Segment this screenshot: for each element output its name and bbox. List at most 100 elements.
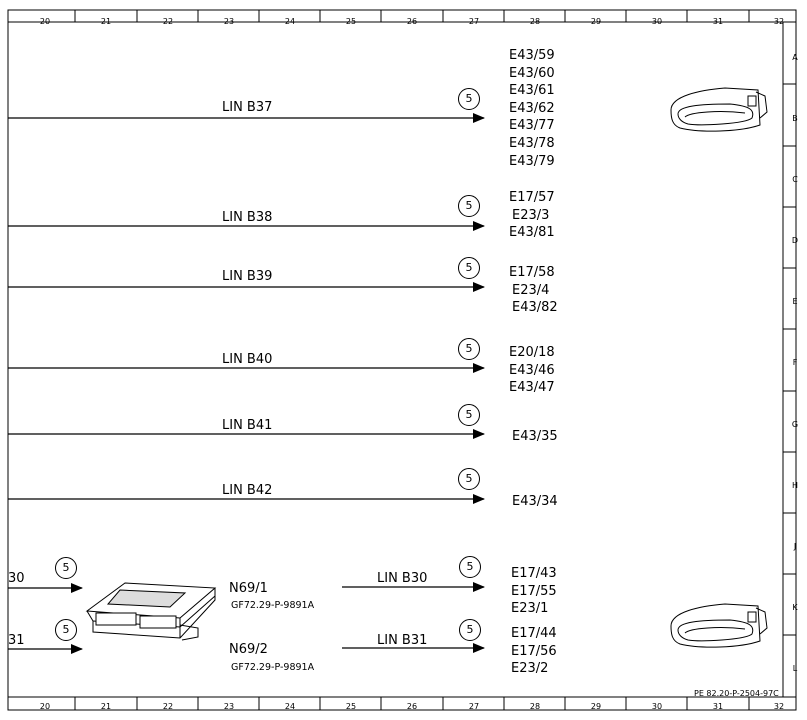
ruler-col-28: 28 [529,17,541,26]
component-id: E43/47 [509,380,555,396]
component-list: E17/57 E23/3 E43/81 [509,189,555,242]
ruler-row-g: G [791,420,799,429]
note-circle: 5 [458,195,480,217]
ruler-col-28-bottom: 28 [529,702,541,711]
component-id: E17/44 [511,626,557,641]
component-id: E17/56 [511,643,557,659]
lin-label: LIN B42 [222,483,273,498]
note-circle: 5 [458,257,480,279]
component-list: E43/34 [512,493,558,511]
ruler-col-24: 24 [284,17,296,26]
ruler-col-26-bottom: 26 [406,702,418,711]
door-handle-light-icon [670,87,768,132]
ruler-col-20: 20 [39,17,51,26]
lin-label: LIN B40 [222,352,273,367]
ruler-col-32-bottom: 32 [773,702,785,711]
control-unit-name: N69/1 [229,581,268,596]
component-id: E23/2 [511,661,549,677]
ruler-col-22-bottom: 22 [162,702,174,711]
ruler-row-b: B [792,114,798,123]
ruler-col-30-bottom: 30 [651,702,663,711]
ruler-col-31-bottom: 31 [712,702,724,711]
ruler-col-27-bottom: 27 [468,702,480,711]
lin-label: LIN B31 [377,633,428,648]
component-id: E43/79 [509,153,555,169]
lin-label: LIN B39 [222,269,273,284]
note-circle: 5 [459,556,481,578]
note-circle: 5 [458,468,480,490]
ruler-row-h: H [791,481,798,490]
ruler-col-23-bottom: 23 [223,702,235,711]
component-id: E43/78 [509,135,555,151]
component-id: E43/61 [509,83,555,99]
ruler-row-l: L [792,664,798,673]
ruler-col-26: 26 [406,17,418,26]
lin-label: LIN B30 [377,571,428,586]
ruler-row-f: F [792,358,798,367]
frame-border [7,9,797,711]
note-circle: 5 [55,557,77,579]
ruler-row-a: A [792,53,798,62]
component-list: E20/18 E43/46 E43/47 [509,344,555,397]
component-id: E17/55 [511,583,557,599]
component-id: E43/81 [509,225,555,241]
ruler-col-24-bottom: 24 [284,702,296,711]
note-circle: 5 [458,88,480,110]
control-unit-ref: GF72.29-P-9891A [231,662,315,673]
document-reference: PE 82.20-P-2504-97C [694,689,779,698]
note-circle: 5 [458,338,480,360]
ruler-col-20-bottom: 20 [39,702,51,711]
ruler-col-21: 21 [100,17,112,26]
note-circle: 5 [458,404,480,426]
ruler-row-k: K [792,603,798,612]
component-id: E43/82 [512,300,558,316]
component-id: E43/34 [512,494,558,509]
control-unit-ref: GF72.29-P-9891A [231,600,315,611]
ruler-col-25: 25 [345,17,357,26]
ruler-col-30: 30 [651,17,663,26]
ruler-row-d: D [791,236,799,245]
lin-label: LIN B37 [222,100,273,115]
ruler-row-e: E [792,297,798,306]
ruler-col-32: 32 [773,17,785,26]
door-handle-light-icon-2 [670,603,768,648]
component-id: E23/4 [512,282,550,298]
ruler-col-31: 31 [712,17,724,26]
row-ticks [783,83,796,636]
ruler-col-29: 29 [590,17,602,26]
component-id: E43/62 [509,100,555,116]
component-id: E43/77 [509,118,555,134]
control-unit-name: N69/2 [229,642,268,657]
ruler-row-j: J [793,542,797,551]
component-id: E43/59 [509,48,555,63]
ruler-col-29-bottom: 29 [590,702,602,711]
note-circle: 5 [55,619,77,641]
component-id: E17/43 [511,566,557,581]
ruler-col-21-bottom: 21 [100,702,112,711]
component-list: E43/59 E43/60 E43/61 E43/62 E43/77 E43/7… [509,47,555,170]
ruler-col-27: 27 [468,17,480,26]
note-circle: 5 [459,619,481,641]
component-list: E43/35 [512,428,558,446]
ruler-col-23: 23 [223,17,235,26]
control-unit-icon [85,582,217,641]
component-id: E43/60 [509,65,555,81]
component-list: E17/58 E23/4 E43/82 [509,264,558,317]
component-id: E17/58 [509,265,555,280]
component-list: E17/44 E17/56 E23/2 [511,625,557,678]
component-id: E43/35 [512,429,558,444]
lin-label: LIN B41 [222,418,273,433]
input-label: 30 [8,571,25,586]
column-ticks [74,10,750,710]
ruler-col-22: 22 [162,17,174,26]
component-id: E23/3 [512,207,550,223]
lin-label: LIN B38 [222,210,273,225]
component-id: E17/57 [509,190,555,205]
component-id: E43/46 [509,362,555,378]
ruler-row-c: C [792,175,798,184]
ruler-col-25-bottom: 25 [345,702,357,711]
input-label: 31 [8,633,25,648]
component-list: E17/43 E17/55 E23/1 [511,565,557,618]
component-id: E20/18 [509,345,555,360]
